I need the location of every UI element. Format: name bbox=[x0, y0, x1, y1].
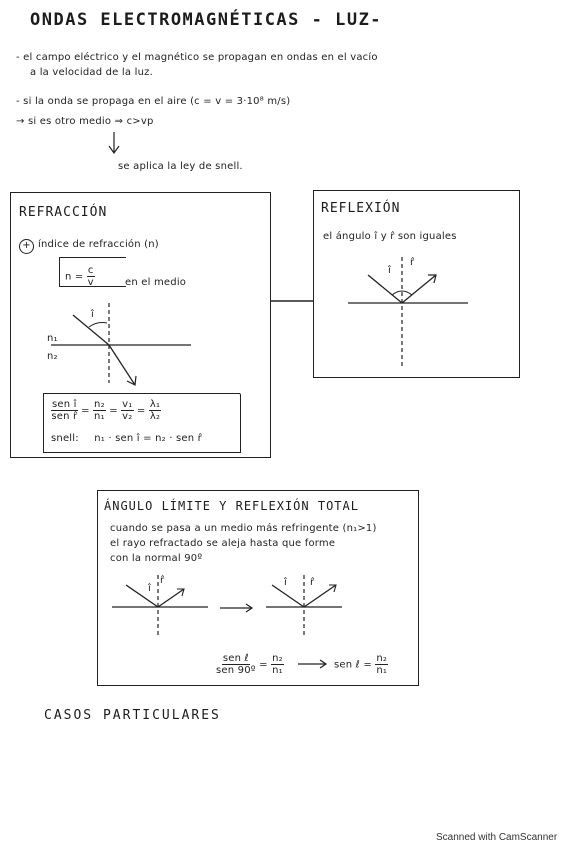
limit-eq-sign: = bbox=[259, 659, 268, 671]
limit-f2-rhs-den: n₁ bbox=[376, 665, 388, 676]
right-arrow-icon bbox=[220, 603, 254, 613]
limit-diagram-left bbox=[112, 575, 208, 635]
snell-equation: n₁ · sen î = n₂ · sen r̂ bbox=[94, 433, 202, 444]
limit-f2-rhs-num: n₂ bbox=[375, 653, 389, 665]
angulo-limite-line-1: cuando se pasa a un medio más refringent… bbox=[110, 523, 377, 534]
intro-line-3: - si la onda se propaga en el aire (c = … bbox=[16, 96, 291, 107]
eq-sign-2: = bbox=[109, 405, 118, 417]
limit-f1-rhs-den: n₁ bbox=[272, 665, 283, 676]
ratio-f4-num: λ₁ bbox=[148, 399, 162, 411]
limit-left-angle-i: î bbox=[148, 583, 151, 594]
limit-f1-rhs-num: n₂ bbox=[271, 653, 284, 665]
angulo-limite-line-3: con la normal 90º bbox=[110, 553, 203, 564]
ratio-f4-den: λ₂ bbox=[149, 411, 161, 422]
limit-f2-lhs: sen ℓ = bbox=[334, 659, 372, 671]
reflexion-box: REFLEXIÓN el ángulo î y r̂ son iguales î… bbox=[313, 190, 520, 378]
n-formula-bracket bbox=[59, 257, 126, 287]
limit-f1-lhs-num: sen ℓ bbox=[221, 653, 250, 665]
snell-label: snell: bbox=[51, 433, 79, 444]
eq-sign-3: = bbox=[136, 405, 146, 417]
angulo-limite-box: ÁNGULO LÍMITE Y REFLEXIÓN TOTAL cuando s… bbox=[97, 490, 419, 686]
connector-line bbox=[270, 300, 314, 302]
plus-circle-icon: + bbox=[19, 239, 34, 254]
intro-line-5: se aplica la ley de snell. bbox=[118, 161, 243, 172]
formula-arrow-icon bbox=[298, 659, 328, 669]
intro-line-1: - el campo eléctrico y el magnético se p… bbox=[16, 52, 378, 63]
scanner-watermark: Scanned with CamScanner bbox=[436, 832, 558, 843]
intro-line-2: a la velocidad de la luz. bbox=[30, 67, 153, 78]
refraccion-angle-i: î bbox=[91, 309, 94, 320]
medium-n1-label: n₁ bbox=[47, 333, 58, 344]
down-arrow-icon bbox=[108, 132, 120, 155]
reflexion-angle-r: r̂ bbox=[410, 257, 415, 268]
page-title: ONDAS ELECTROMAGNÉTICAS - LUZ- bbox=[30, 10, 383, 30]
ratio-f3-den: v₂ bbox=[122, 411, 133, 422]
reflexion-title: REFLEXIÓN bbox=[321, 201, 401, 216]
eq-sign-1: = bbox=[81, 405, 90, 417]
medium-n2-label: n₂ bbox=[47, 351, 58, 362]
refraccion-box: REFRACCIÓN + índice de refracción (n) n … bbox=[10, 192, 271, 458]
indice-label: índice de refracción (n) bbox=[38, 239, 159, 250]
ratio-f1-num: sen î bbox=[51, 399, 78, 411]
ratio-f2-num: n₂ bbox=[93, 399, 106, 411]
angulo-limite-line-2: el rayo refractado se aleja hasta que fo… bbox=[110, 538, 336, 549]
angulo-limite-title: ÁNGULO LÍMITE Y REFLEXIÓN TOTAL bbox=[104, 499, 359, 513]
n-den: v bbox=[87, 277, 94, 288]
refraccion-title: REFRACCIÓN bbox=[19, 205, 108, 220]
limit-f1-lhs-den: sen 90º bbox=[216, 665, 256, 676]
reflection-diagram bbox=[348, 257, 468, 367]
snell-law: snell: n₁ · sen î = n₂ · sen r̂ bbox=[51, 433, 202, 444]
reflexion-angle-i: î bbox=[388, 265, 391, 276]
limit-right-angle-r: r̂ bbox=[310, 577, 315, 588]
ratio-bracket bbox=[43, 393, 241, 453]
refraction-diagram bbox=[51, 303, 191, 386]
ratio-f3-num: v₁ bbox=[121, 399, 134, 411]
n-eq: n = bbox=[65, 271, 84, 283]
casos-particulares-title: CASOS PARTICULARES bbox=[44, 708, 221, 723]
ratio-f1-den: sen r̂ bbox=[51, 411, 78, 422]
limit-right-angle-i: î bbox=[284, 577, 287, 588]
reflexion-text: el ángulo î y r̂ son iguales bbox=[323, 231, 457, 242]
en-medio-label: en el medio bbox=[125, 277, 187, 288]
limit-left-angle-r: r̂ bbox=[160, 575, 165, 586]
limit-diagram-right bbox=[266, 575, 342, 635]
ratio-f2-den: n₁ bbox=[94, 411, 105, 422]
n-num: c bbox=[86, 265, 95, 277]
intro-line-4: → si es otro medio ⇒ c>vp bbox=[16, 116, 154, 127]
